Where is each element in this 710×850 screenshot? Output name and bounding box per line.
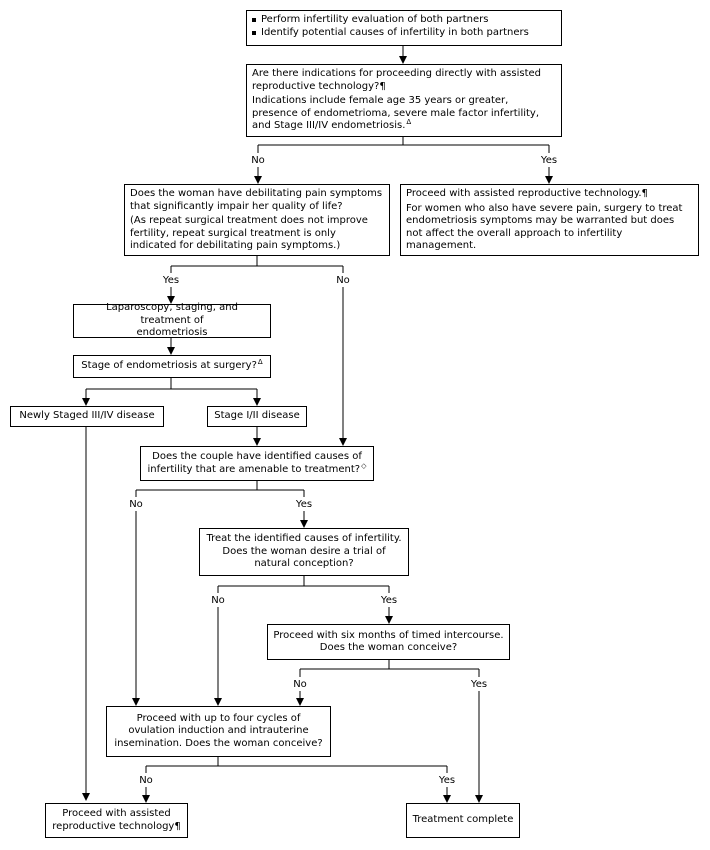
treatment-complete-text: Treatment complete bbox=[412, 814, 514, 826]
pilcrow-footnote-mark: ¶ bbox=[174, 820, 181, 832]
stage-3-4-text: Newly Staged III/IV disease bbox=[19, 410, 155, 422]
proceed-art-box: Proceed with assisted reproductive techn… bbox=[400, 184, 699, 256]
branch-label-yes: Yes bbox=[540, 155, 558, 166]
proceed-art-heading: Proceed with assisted reproductive techn… bbox=[406, 188, 642, 199]
stage-1-2-text: Stage I/II disease bbox=[214, 410, 300, 422]
evaluation-list: Perform infertility evaluation of both p… bbox=[252, 14, 556, 39]
branch-label-yes: Yes bbox=[470, 679, 488, 690]
branch-label-yes: Yes bbox=[162, 275, 180, 286]
proceed-art-final-text: Proceed with assisted reproductive techn… bbox=[52, 808, 175, 832]
evaluation-box: Perform infertility evaluation of both p… bbox=[246, 10, 562, 46]
evaluation-item: Identify potential causes of infertility… bbox=[252, 27, 556, 40]
art-indications-box: Are there indications for proceeding dir… bbox=[246, 64, 562, 137]
delta-footnote-mark: Δ bbox=[257, 358, 263, 367]
stage-question-text: Stage of endometriosis at surgery? bbox=[81, 360, 257, 372]
pilcrow-footnote-mark: ¶ bbox=[641, 188, 648, 199]
delta-footnote-mark: Δ bbox=[406, 118, 412, 126]
branch-label-yes: Yes bbox=[380, 595, 398, 606]
timed-intercourse-text: Proceed with six months of timed interco… bbox=[273, 629, 504, 654]
evaluation-item: Perform infertility evaluation of both p… bbox=[252, 14, 556, 27]
treat-causes-box: Treat the identified causes of infertili… bbox=[199, 528, 409, 576]
amenable-causes-text: Does the couple have identified causes o… bbox=[147, 451, 362, 475]
branch-label-no: No bbox=[139, 775, 153, 786]
branch-label-no: No bbox=[336, 275, 350, 286]
pain-question: Does the woman have debilitating pain sy… bbox=[130, 188, 383, 212]
proceed-art-note: For women who also have severe pain, sur… bbox=[406, 202, 683, 252]
ovulation-induction-box: Proceed with up to four cycles of ovulat… bbox=[106, 706, 331, 757]
stage-1-2-box: Stage I/II disease bbox=[207, 406, 307, 427]
timed-intercourse-box: Proceed with six months of timed interco… bbox=[267, 624, 510, 660]
branch-label-no: No bbox=[129, 499, 143, 510]
diamond-footnote-mark: ◇ bbox=[361, 461, 367, 470]
branch-label-no: No bbox=[211, 595, 225, 606]
treat-causes-text: Treat the identified causes of infertili… bbox=[206, 533, 402, 570]
pain-question-box: Does the woman have debilitating pain sy… bbox=[124, 184, 390, 256]
branch-label-yes: Yes bbox=[295, 499, 313, 510]
branch-label-no: No bbox=[251, 155, 265, 166]
stage-question-box: Stage of endometriosis at surgery?Δ bbox=[73, 355, 271, 378]
art-indications-question: Are there indications for proceeding dir… bbox=[252, 68, 542, 92]
branch-label-no: No bbox=[293, 679, 307, 690]
laparoscopy-text: Laparoscopy, staging, and treatment of e… bbox=[106, 302, 238, 339]
pain-note: (As repeat surgical treatment does not i… bbox=[130, 215, 368, 251]
ovulation-induction-text: Proceed with up to four cycles of ovulat… bbox=[114, 712, 323, 749]
amenable-causes-box: Does the couple have identified causes o… bbox=[140, 446, 374, 481]
branch-label-yes: Yes bbox=[438, 775, 456, 786]
proceed-art-final-box: Proceed with assisted reproductive techn… bbox=[45, 803, 188, 838]
art-indications-detail: Indications include female age 35 years … bbox=[252, 95, 540, 131]
stage-3-4-box: Newly Staged III/IV disease bbox=[10, 406, 164, 427]
laparoscopy-box: Laparoscopy, staging, and treatment of e… bbox=[73, 302, 271, 339]
pilcrow-footnote-mark: ¶ bbox=[379, 80, 386, 92]
treatment-complete-box: Treatment complete bbox=[406, 803, 520, 838]
